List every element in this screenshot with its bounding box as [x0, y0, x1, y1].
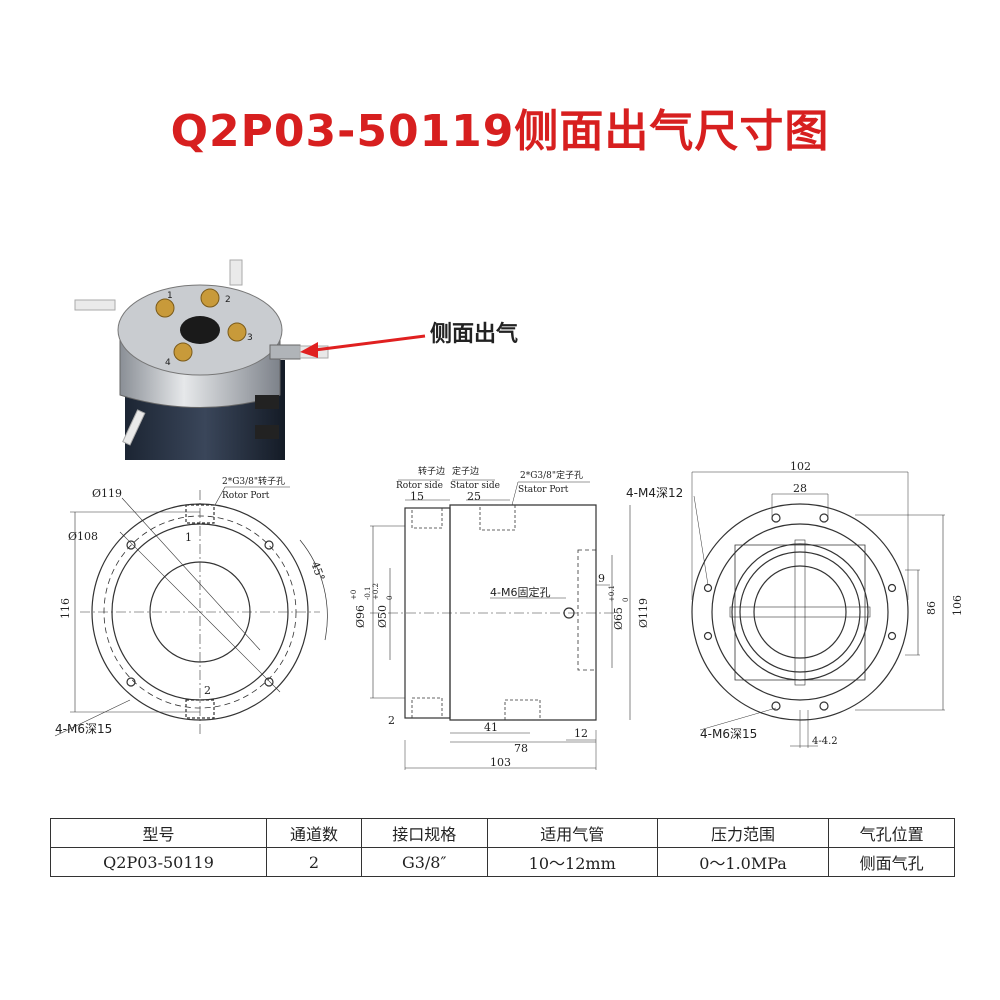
- rear-dim-slot: 4-4.2: [812, 736, 838, 747]
- side-dim-25: 25: [467, 490, 481, 503]
- table-cell-tube: 10～12mm: [486, 847, 658, 877]
- side-dia-96-tol-upper: +0: [350, 590, 358, 600]
- side-dia-65-tol-lower: 0: [622, 598, 630, 602]
- spec-table: 型号 通道数 接口规格 适用气管 压力范围 气孔位置 Q2P03-50119 2…: [49, 818, 955, 877]
- side-dim-41: 41: [484, 721, 498, 734]
- side-dim-78: 78: [514, 742, 528, 755]
- front-port-note-en: Rotor Port: [222, 491, 270, 501]
- table-header-pressure: 压力范围: [656, 818, 830, 848]
- side-dia-119: Ø119: [637, 598, 650, 628]
- front-dia-119: Ø119: [92, 487, 122, 500]
- table-cell-channels: 2: [266, 847, 362, 877]
- table-cell-pressure: 0～1.0MPa: [656, 847, 830, 877]
- side-dim-12: 12: [574, 727, 588, 740]
- photo-port-label: 1: [167, 291, 173, 301]
- side-outlet-label: 侧面出气: [430, 322, 519, 347]
- rear-dim-28: 28: [793, 482, 807, 495]
- side-port-note-en: Stator Port: [518, 485, 569, 495]
- rear-view: [691, 471, 945, 748]
- front-holes-label: 4-M6深15: [55, 722, 112, 736]
- side-dia-65-tol-upper: +0.1: [608, 585, 616, 602]
- rear-holes-bottom: 4-M6深15: [700, 727, 757, 741]
- front-port-note-cn: 2*G3/8"转子孔: [222, 475, 285, 487]
- table-header-model: 型号: [49, 818, 268, 848]
- side-rotor-en: Rotor side: [396, 481, 443, 491]
- rear-dim-86: 86: [925, 601, 938, 615]
- table-header-row: 型号 通道数 接口规格 适用气管 压力范围 气孔位置: [49, 818, 955, 848]
- side-rotor-cn: 转子边: [418, 465, 445, 477]
- rear-holes-top: 4-M4深12: [626, 486, 683, 500]
- side-dim-15: 15: [410, 490, 424, 503]
- front-port-2: 2: [204, 684, 211, 697]
- front-height-116: 116: [59, 598, 72, 619]
- side-stator-cn: 定子边: [452, 465, 479, 477]
- photo-port-label: 3: [247, 333, 253, 343]
- table-cell-port-spec: G3/8″: [360, 847, 488, 877]
- side-dia-50-tol-lower: 0: [386, 596, 394, 600]
- side-stator-en: Stator side: [450, 481, 500, 491]
- table-header-hole-position: 气孔位置: [828, 818, 955, 848]
- front-angle: 45°: [308, 560, 327, 583]
- product-photo: 1 2 3 4: [74, 259, 329, 460]
- page-title: Q2P03-50119侧面出气尺寸图: [170, 106, 830, 157]
- side-dia-50: Ø50: [376, 605, 389, 628]
- table-header-tube: 适用气管: [486, 818, 658, 848]
- rear-dim-102: 102: [790, 460, 811, 473]
- side-dia-96: Ø96: [354, 605, 367, 628]
- rear-dim-106: 106: [951, 595, 964, 616]
- table-cell-model: Q2P03-50119: [49, 847, 268, 877]
- side-dim-103: 103: [490, 756, 511, 769]
- photo-port-label: 4: [165, 358, 171, 368]
- side-fix-holes: 4-M6固定孔: [490, 585, 550, 599]
- table-header-port-spec: 接口规格: [360, 818, 488, 848]
- side-dia-50-tol-upper: +0.2: [372, 583, 380, 600]
- side-port-note-cn: 2*G3/8"定子孔: [520, 469, 583, 481]
- table-row: Q2P03-50119 2 G3/8″ 10～12mm 0～1.0MPa 侧面气…: [49, 847, 955, 877]
- front-view: [54, 486, 328, 737]
- front-port-1: 1: [185, 531, 192, 544]
- photo-port-label: 2: [225, 295, 231, 305]
- front-dia-108: Ø108: [68, 530, 98, 543]
- side-view: [370, 479, 631, 770]
- side-dim-9: 9: [598, 572, 605, 585]
- side-dim-2: 2: [388, 714, 395, 727]
- table-header-channels: 通道数: [266, 818, 362, 848]
- side-dia-65: Ø65: [612, 607, 625, 630]
- side-dia-96-tol-lower: -0.1: [364, 587, 372, 601]
- callout-arrow: [300, 334, 426, 358]
- table-cell-hole-position: 侧面气孔: [828, 847, 955, 877]
